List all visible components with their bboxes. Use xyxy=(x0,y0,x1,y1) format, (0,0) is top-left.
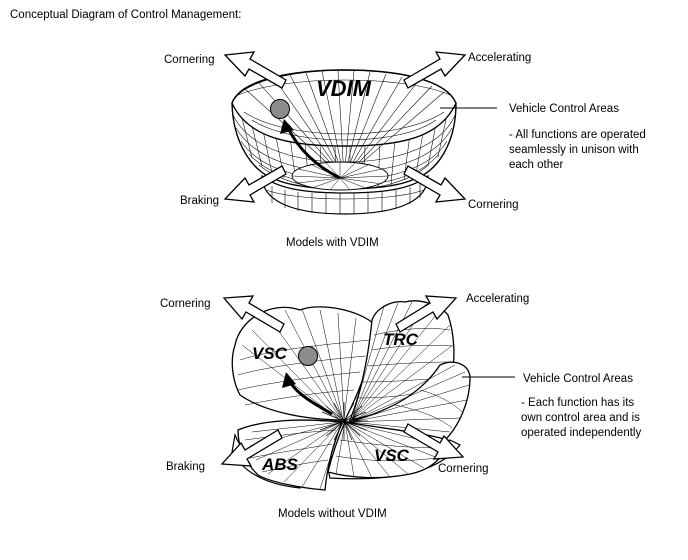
label-cornering-top-left: Cornering xyxy=(164,54,215,66)
label-braking-bottom: Braking xyxy=(166,461,205,473)
arrow-braking-bottom xyxy=(220,429,283,467)
abs-label: ABS xyxy=(262,455,298,474)
vdim-label: VDIM xyxy=(316,76,371,101)
vsc-top-label: VSC xyxy=(252,344,287,363)
arrow-accelerating-bottom xyxy=(395,295,458,333)
label-cornering-bottom-left: Cornering xyxy=(160,298,211,310)
label-braking-top: Braking xyxy=(180,195,219,207)
segment-abs xyxy=(237,419,343,491)
vehicle-state-ball-bottom xyxy=(298,346,318,366)
arrow-cornering-bottom-left xyxy=(222,295,285,333)
caption-bottom: Models without VDIM xyxy=(278,508,387,520)
arrow-cornering-top-right xyxy=(403,165,467,203)
arrow-cornering-bottom-right xyxy=(403,423,465,460)
label-accelerating-bottom: Accelerating xyxy=(466,293,530,305)
vsc-bottom-label: VSC xyxy=(374,446,409,465)
page-title: Conceptual Diagram of Control Management… xyxy=(10,9,242,21)
caption-top: Models with VDIM xyxy=(286,237,379,249)
arrow-cornering-top-left xyxy=(223,51,287,89)
label-accelerating-top: Accelerating xyxy=(468,52,532,64)
vehicle-control-areas-label-top: Vehicle Control Areas xyxy=(509,103,619,115)
note-bottom: - Each function has its own control area… xyxy=(521,397,642,439)
vehicle-control-areas-label-bottom: Vehicle Control Areas xyxy=(523,373,633,385)
note-top: - All functions are operated seamlessly … xyxy=(509,129,646,171)
vdim-bowl xyxy=(231,69,457,215)
vehicle-state-ball-top xyxy=(270,99,290,119)
label-cornering-top-right: Cornering xyxy=(468,199,519,211)
label-cornering-bottom-right: Cornering xyxy=(438,463,489,475)
arrow-accelerating-top xyxy=(403,51,467,89)
arrow-braking-top xyxy=(223,165,287,203)
trc-label: TRC xyxy=(383,330,418,349)
